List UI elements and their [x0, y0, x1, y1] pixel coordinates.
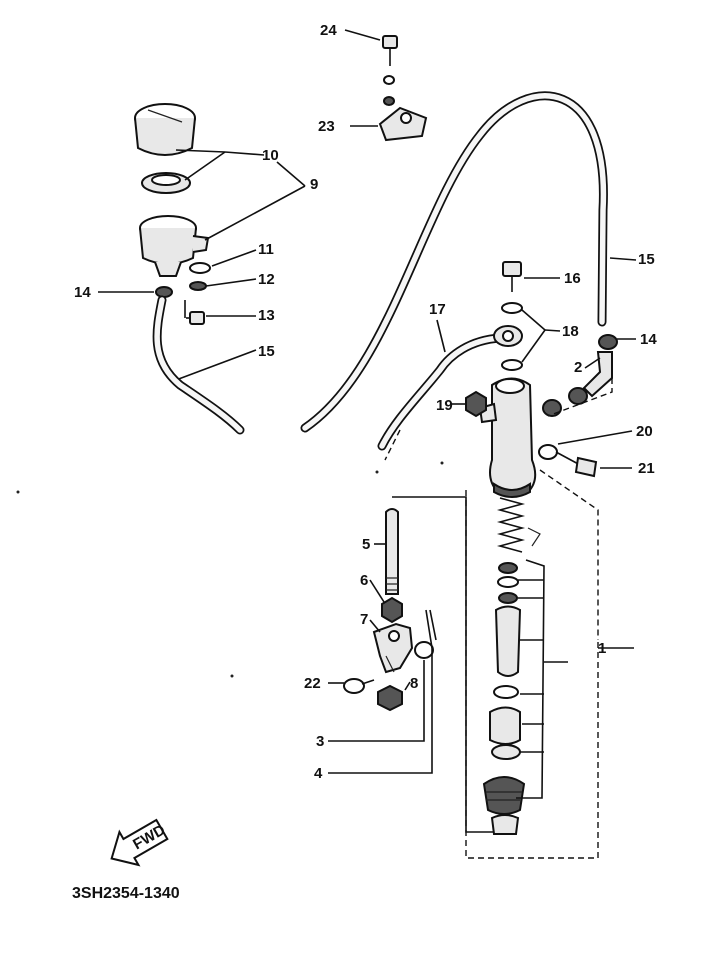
callout-3: 3 — [316, 733, 324, 750]
callout-10: 10 — [262, 147, 279, 164]
pushrod-assembly — [328, 508, 437, 774]
callout-9: 9 — [310, 176, 318, 193]
callout-2: 2 — [574, 359, 582, 376]
internal-kit — [392, 490, 634, 859]
callout-8: 8 — [410, 675, 418, 692]
master-cylinder — [452, 334, 636, 640]
part-code: 3SH2354-1340 — [72, 885, 180, 902]
callouts: 1 2 3 4 5 6 7 8 9 10 11 12 13 14 14 15 1… — [74, 22, 657, 782]
fwd-arrow-icon: FWD — [110, 818, 169, 867]
callout-24: 24 — [320, 22, 337, 39]
callout-6: 6 — [360, 572, 368, 589]
long-hose — [300, 91, 637, 433]
scan-specks — [16, 461, 444, 678]
callout-18: 18 — [562, 323, 579, 340]
callout-4: 4 — [314, 765, 323, 782]
callout-15-right: 15 — [638, 251, 655, 268]
callout-13: 13 — [258, 307, 275, 324]
reservoir-assembly — [98, 103, 306, 381]
callout-5: 5 — [362, 536, 370, 553]
callout-11: 11 — [258, 241, 274, 258]
callout-7: 7 — [360, 611, 368, 628]
callout-21: 21 — [638, 460, 655, 477]
union-bolt-group — [501, 261, 561, 371]
reservoir-hose — [152, 295, 245, 435]
callout-12: 12 — [258, 271, 275, 288]
callout-14-left: 14 — [74, 284, 91, 301]
callout-20: 20 — [636, 423, 653, 440]
callout-23: 23 — [318, 118, 335, 135]
callout-1: 1 — [598, 640, 606, 657]
callout-22: 22 — [304, 675, 321, 692]
callout-19: 19 — [436, 397, 453, 414]
bracket-assembly — [344, 29, 428, 142]
callout-17: 17 — [429, 301, 446, 318]
brake-hose — [377, 319, 523, 461]
callout-15-left: 15 — [258, 343, 275, 360]
callout-16: 16 — [564, 270, 581, 287]
callout-14-right: 14 — [640, 331, 657, 348]
